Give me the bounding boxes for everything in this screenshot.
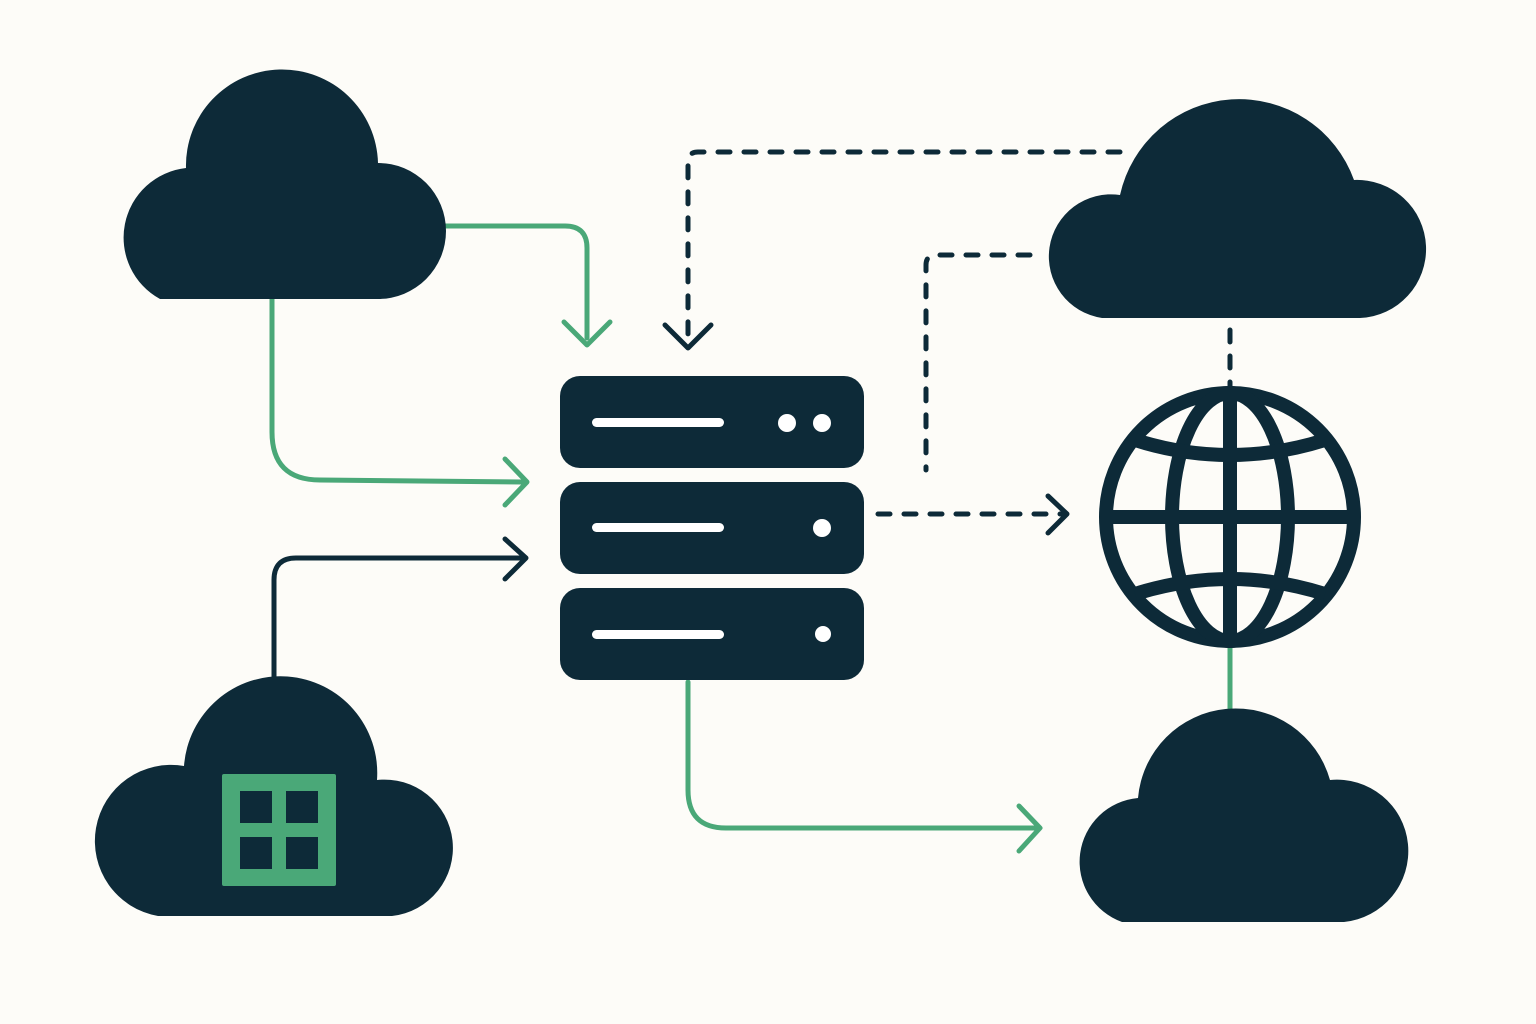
drive-slot — [592, 523, 724, 532]
status-light — [813, 414, 831, 432]
server-unit-3 — [560, 588, 864, 680]
globe-icon[interactable] — [1099, 386, 1361, 648]
edge-server-to-globe — [875, 493, 1070, 536]
server-unit-2 — [560, 482, 864, 574]
edge-cloud-top-left-to-server-side — [269, 295, 530, 508]
server-rack[interactable] — [560, 376, 864, 680]
status-light — [815, 626, 831, 642]
status-light — [813, 519, 831, 537]
edge-server-to-cloud-bottom-right — [685, 679, 1043, 854]
edge-cloud-top-right-to-globe — [923, 252, 1033, 473]
edge-cloud-bottom-left-to-server — [271, 536, 529, 695]
cloud-top-right[interactable] — [1048, 99, 1427, 319]
edge-cloud-top-left-to-server-top — [437, 223, 613, 348]
drive-slot — [592, 418, 724, 427]
status-light — [778, 414, 796, 432]
cloud-top-left[interactable] — [123, 69, 446, 299]
windows-grid-icon — [222, 774, 336, 886]
cloud-bottom-left[interactable] — [94, 676, 453, 916]
edge-cloud-top-right-to-server — [662, 149, 1123, 351]
server-unit-1 — [560, 376, 864, 468]
connectors — [269, 149, 1233, 854]
drive-slot — [592, 630, 724, 639]
cloud-bottom-right[interactable] — [1079, 708, 1409, 922]
